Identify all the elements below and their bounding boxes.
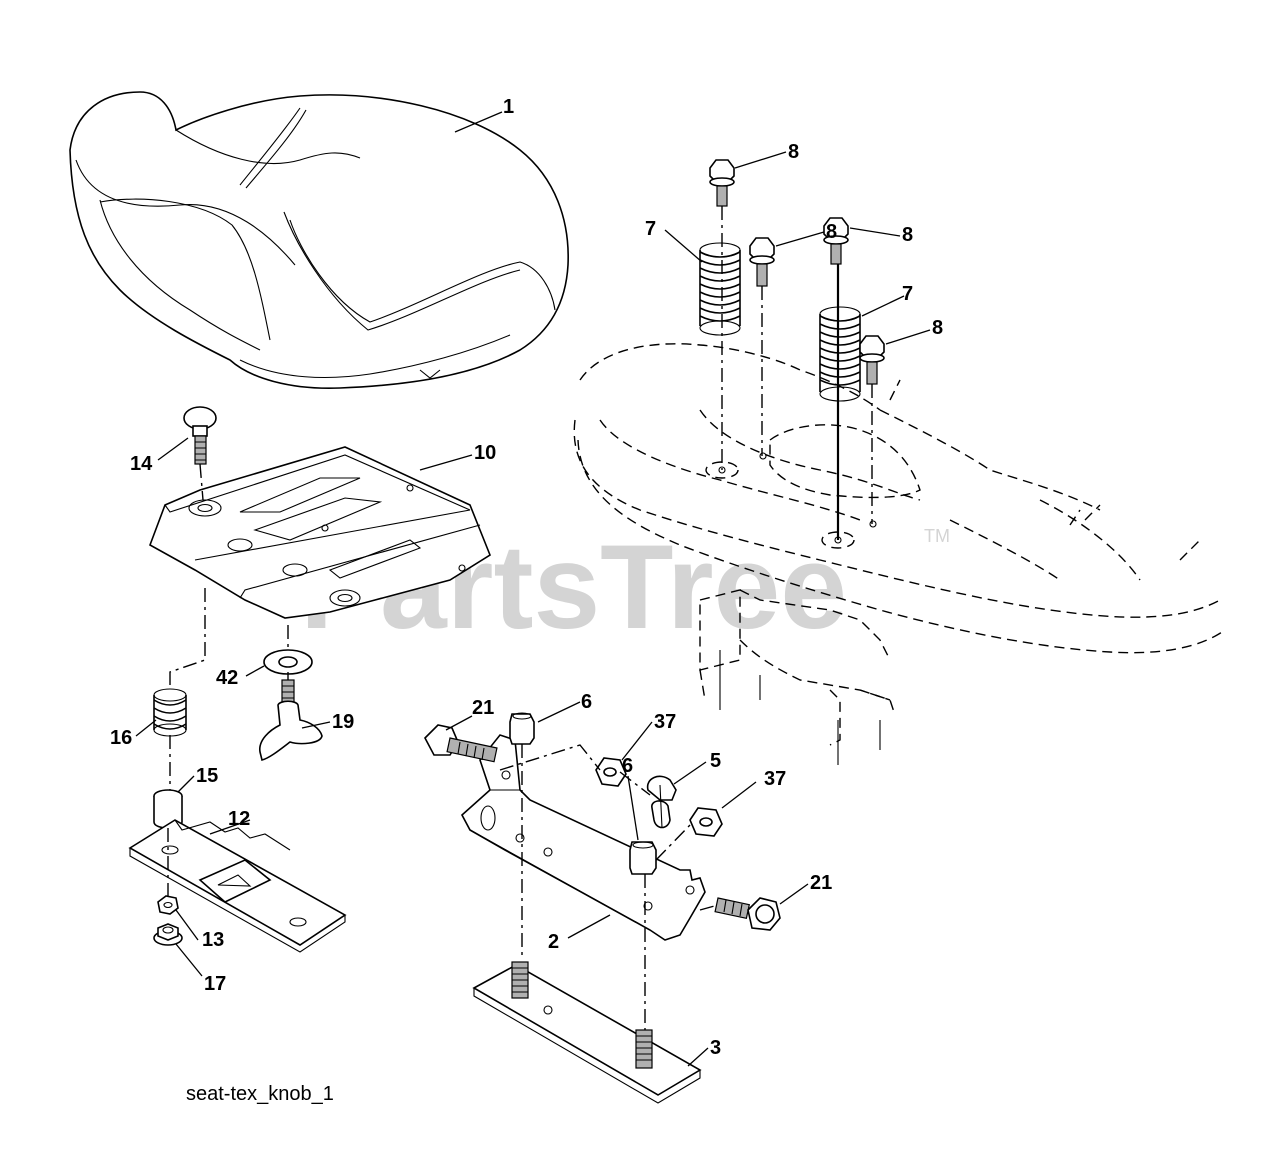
hex-nut-small-part[interactable] [157, 895, 179, 915]
spring-small-part[interactable] [153, 688, 187, 737]
leader-lines [135, 111, 931, 1067]
spring-large-right-part[interactable] [819, 306, 861, 402]
seat-track-part[interactable] [128, 819, 347, 953]
callout-37: 37 [764, 768, 786, 790]
callout-1: 1 [503, 96, 514, 118]
shoulder-bolt-c-part[interactable] [823, 217, 849, 265]
alignment-lines [167, 206, 873, 1030]
callout-8: 8 [788, 141, 799, 163]
callout-7: 7 [645, 218, 656, 240]
hex-bolt-left-part[interactable] [424, 724, 498, 763]
clip-part[interactable] [646, 775, 677, 829]
shoulder-bolt-a-part[interactable] [709, 159, 735, 207]
callout-7: 7 [902, 283, 913, 305]
callout-37: 37 [654, 711, 676, 733]
callout-21: 21 [810, 872, 832, 894]
spring-large-left-part[interactable] [699, 242, 741, 336]
callout-8: 8 [932, 317, 943, 339]
lock-nut-bottom-part[interactable] [629, 841, 657, 875]
callout-8: 8 [902, 224, 913, 246]
shoulder-bolt-b-part[interactable] [749, 237, 775, 287]
callout-17: 17 [204, 973, 226, 995]
tractor-frame-outline [573, 343, 1226, 765]
callout-5: 5 [710, 750, 721, 772]
carriage-bolt-part[interactable] [183, 406, 217, 465]
washer-part[interactable] [263, 649, 313, 675]
callout-3: 3 [710, 1037, 721, 1059]
callout-13: 13 [202, 929, 224, 951]
watermark-trademark: TM [924, 526, 950, 546]
callout-6: 6 [581, 691, 592, 713]
hex-nut-37-top-part[interactable] [595, 757, 627, 787]
seat-part[interactable] [69, 91, 569, 390]
hex-bolt-right-part[interactable] [714, 897, 781, 931]
callout-16: 16 [110, 727, 132, 749]
callout-10: 10 [474, 442, 496, 464]
hex-nut-37-bottom-part[interactable] [689, 807, 723, 837]
mounting-bracket-part[interactable] [460, 734, 706, 941]
callout-12: 12 [228, 808, 250, 830]
callout-8: 8 [826, 221, 837, 243]
flange-nut-part[interactable] [153, 923, 183, 946]
seat-pan-part[interactable] [149, 446, 491, 619]
callout-14: 14 [130, 453, 153, 475]
callout-42: 42 [216, 667, 238, 689]
callout-6: 6 [622, 755, 633, 777]
stud-front [511, 961, 529, 999]
callout-19: 19 [332, 711, 354, 733]
diagram-caption: seat-tex_knob_1 [186, 1083, 334, 1105]
stud-rear [635, 1029, 653, 1069]
base-plate-part[interactable] [472, 961, 702, 1104]
shoulder-bolt-d-part[interactable] [859, 335, 885, 385]
callout-15: 15 [196, 765, 218, 787]
callout-2: 2 [548, 931, 559, 953]
callout-21: 21 [472, 697, 494, 719]
lock-nut-top-part[interactable] [509, 712, 535, 745]
callout-labels: 1 8 8 8 8 7 7 14 10 42 19 16 15 12 13 17… [110, 96, 943, 1059]
knob-part[interactable] [259, 679, 323, 761]
